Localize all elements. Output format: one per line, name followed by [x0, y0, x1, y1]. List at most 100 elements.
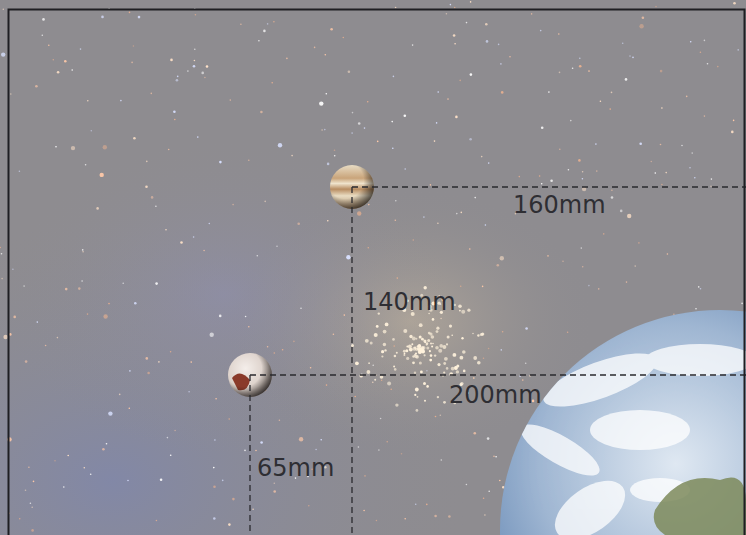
star: [138, 16, 141, 19]
star: [415, 388, 419, 392]
star: [146, 161, 148, 163]
star: [472, 333, 474, 335]
dimension-line: [351, 187, 352, 535]
star: [101, 16, 104, 19]
star: [415, 338, 417, 340]
star: [424, 354, 426, 356]
star: [443, 371, 445, 373]
star: [711, 178, 713, 180]
star: [25, 360, 28, 363]
star: [380, 418, 382, 420]
star: [177, 76, 179, 78]
star: [395, 220, 397, 222]
star: [486, 40, 489, 43]
star: [453, 34, 456, 37]
star: [286, 58, 288, 60]
star: [435, 416, 437, 418]
star: [477, 361, 481, 365]
star: [156, 520, 158, 522]
star: [686, 96, 688, 98]
star: [415, 503, 417, 505]
star: [417, 396, 419, 398]
star: [483, 498, 485, 500]
star: [1, 278, 3, 280]
star: [539, 175, 541, 177]
star: [466, 484, 468, 486]
star: [42, 35, 44, 37]
star: [180, 241, 183, 244]
star: [308, 505, 310, 507]
star: [579, 65, 582, 68]
star: [204, 77, 206, 79]
star: [260, 111, 263, 114]
star: [282, 349, 284, 351]
star: [343, 37, 345, 39]
star: [299, 437, 303, 441]
star: [665, 172, 667, 174]
star: [449, 325, 452, 328]
star: [352, 112, 354, 114]
star: [381, 355, 383, 357]
star: [368, 247, 370, 249]
star: [170, 351, 172, 353]
star: [620, 210, 623, 213]
star: [426, 385, 429, 388]
star: [473, 356, 477, 360]
star: [320, 439, 322, 441]
star: [25, 490, 27, 492]
star: [525, 363, 527, 365]
star: [413, 239, 415, 241]
star: [459, 80, 461, 82]
star: [500, 256, 504, 260]
star: [717, 66, 719, 68]
star: [195, 14, 197, 16]
star: [214, 439, 216, 441]
star: [321, 129, 323, 131]
star: [310, 367, 312, 369]
star: [519, 176, 521, 178]
star: [733, 120, 735, 122]
star: [397, 277, 399, 279]
star: [274, 483, 276, 485]
earth-planet: [500, 310, 746, 535]
star: [145, 186, 148, 189]
star: [271, 82, 273, 84]
star: [741, 303, 743, 305]
star: [374, 333, 378, 337]
star: [381, 350, 384, 353]
star: [357, 211, 361, 215]
star: [694, 177, 696, 179]
star: [434, 354, 436, 356]
star: [437, 396, 439, 398]
star: [423, 216, 425, 218]
star: [176, 79, 179, 82]
star: [456, 213, 458, 215]
star: [700, 51, 702, 53]
star: [293, 341, 295, 343]
dimension-line: [250, 374, 746, 375]
star: [363, 510, 365, 512]
star: [209, 223, 211, 225]
star: [129, 407, 131, 409]
star: [394, 368, 397, 371]
star: [500, 63, 502, 65]
star: [522, 379, 524, 381]
star: [733, 2, 736, 5]
star: [419, 323, 423, 327]
star: [540, 30, 542, 32]
star: [581, 247, 583, 249]
star: [531, 13, 533, 15]
star: [103, 145, 107, 149]
star: [170, 59, 173, 62]
star: [474, 197, 476, 199]
star: [525, 327, 528, 330]
star: [370, 342, 373, 345]
star: [151, 196, 154, 199]
star: [147, 372, 150, 375]
star: [45, 345, 47, 347]
star: [404, 168, 406, 170]
star: [415, 353, 417, 355]
star: [412, 361, 415, 364]
star: [455, 116, 458, 119]
star: [84, 467, 86, 469]
